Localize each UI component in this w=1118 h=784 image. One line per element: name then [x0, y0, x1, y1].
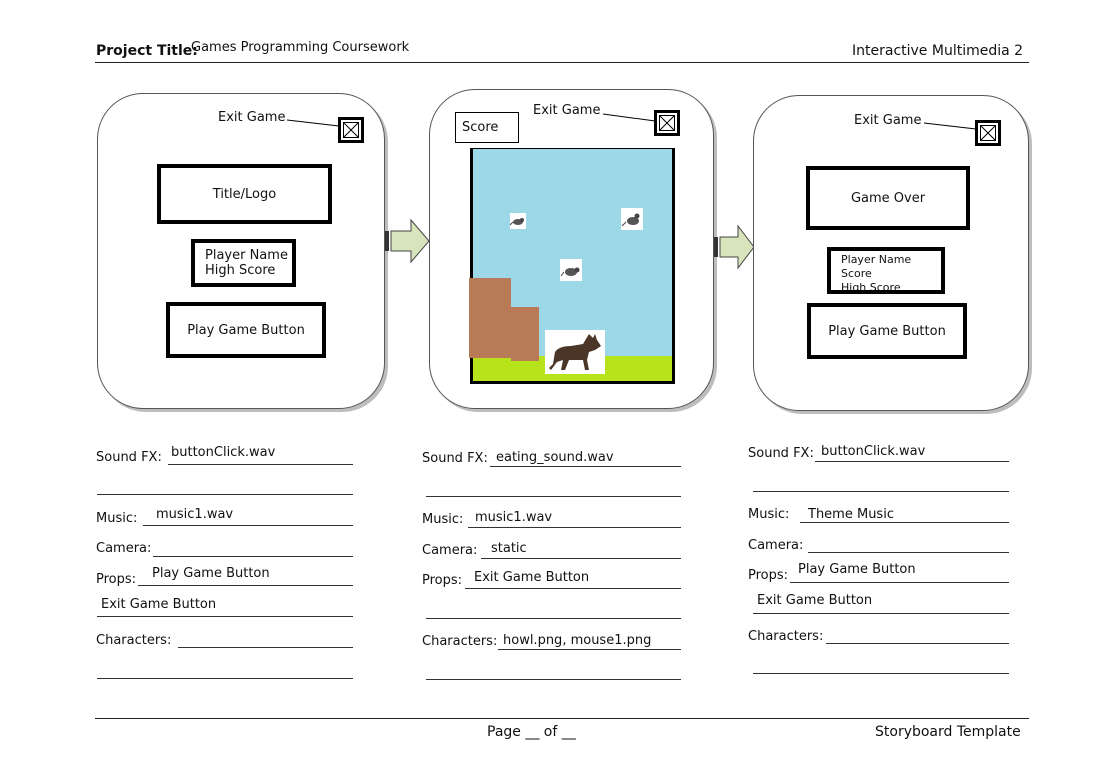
field-underline: [468, 527, 681, 528]
music-label: Music:: [748, 507, 790, 522]
transition-arrow-icon: [714, 224, 755, 270]
module-name: Interactive Multimedia 2: [852, 43, 1024, 59]
high-score-label: High Score: [205, 263, 276, 278]
camera-label: Camera:: [96, 541, 152, 556]
props-value-2: Exit Game Button: [101, 597, 217, 612]
field-underline: [97, 494, 353, 495]
close-icon[interactable]: [975, 120, 1001, 146]
close-icon[interactable]: [654, 110, 680, 136]
platform-block: [511, 307, 539, 361]
field-underline: [138, 585, 353, 586]
exit-game-label: Exit Game: [218, 110, 286, 125]
header-rule: [95, 62, 1029, 63]
field-underline: [97, 616, 353, 617]
exit-pointer-line: [603, 113, 656, 122]
sound-fx-label: Sound FX:: [422, 451, 488, 466]
mouse-sprite: [621, 208, 643, 230]
transition-arrow-icon: [385, 218, 430, 264]
sound-fx-value: buttonClick.wav: [821, 444, 926, 459]
characters-label: Characters:: [96, 633, 172, 648]
props-label: Props:: [96, 572, 137, 587]
props-label: Props:: [748, 568, 789, 583]
platform-block: [469, 278, 511, 358]
play-game-button[interactable]: Play Game Button: [807, 303, 967, 359]
music-label: Music:: [422, 512, 464, 527]
sound-fx-label: Sound FX:: [748, 446, 814, 461]
footer-rule: [95, 718, 1029, 719]
field-underline: [426, 496, 681, 497]
field-underline: [426, 618, 681, 619]
music-value: Theme Music: [808, 507, 894, 522]
field-underline: [426, 679, 681, 680]
characters-label: Characters:: [422, 634, 498, 649]
sound-fx-value: buttonClick.wav: [171, 445, 276, 460]
game-over-box: Game Over: [806, 166, 970, 230]
player-name-label: Player Name: [205, 248, 288, 263]
title-logo-box: Title/Logo: [157, 164, 332, 224]
props-value: Exit Game Button: [474, 570, 590, 585]
music-label: Music:: [96, 511, 138, 526]
field-underline: [753, 673, 1009, 674]
camera-value: static: [491, 541, 527, 556]
field-underline: [481, 558, 681, 559]
exit-pointer-line: [924, 122, 977, 130]
play-game-button[interactable]: Play Game Button: [166, 302, 326, 358]
field-underline: [790, 582, 1009, 583]
template-name: Storyboard Template: [875, 724, 1021, 740]
player-name-label: Player Name: [841, 253, 912, 266]
mouse-sprite: [560, 259, 582, 281]
props-value-2: Exit Game Button: [757, 593, 873, 608]
characters-label: Characters:: [748, 629, 824, 644]
sound-fx-value: eating_sound.wav: [496, 450, 614, 465]
exit-game-label: Exit Game: [533, 103, 601, 118]
project-title-label: Project Title:: [96, 43, 198, 59]
characters-value: howl.png, mouse1.png: [503, 633, 652, 648]
field-underline: [465, 588, 681, 589]
score-box: Score: [455, 112, 519, 143]
music-value: music1.wav: [475, 510, 553, 525]
close-icon[interactable]: [338, 117, 364, 143]
field-underline: [808, 552, 1009, 553]
project-title-value: Games Programming Coursework: [191, 40, 410, 55]
field-underline: [753, 613, 1009, 614]
final-score-box: Player Name Score High Score: [827, 247, 945, 294]
field-underline: [800, 522, 1009, 523]
mouse-sprite: [509, 213, 526, 229]
camera-label: Camera:: [422, 543, 478, 558]
field-underline: [490, 466, 681, 467]
field-underline: [815, 461, 1009, 462]
props-value: Play Game Button: [152, 566, 270, 581]
field-underline: [826, 643, 1009, 644]
props-value: Play Game Button: [798, 562, 916, 577]
field-underline: [143, 525, 353, 526]
sound-fx-label: Sound FX:: [96, 450, 162, 465]
field-underline: [753, 491, 1009, 492]
field-underline: [498, 649, 681, 650]
props-label: Props:: [422, 573, 463, 588]
field-underline: [168, 464, 353, 465]
player-info-box: Player Name High Score: [191, 239, 296, 287]
field-underline: [97, 678, 353, 679]
page-number: Page __ of __: [487, 724, 576, 740]
exit-pointer-line: [287, 119, 340, 127]
high-score-label: High Score: [841, 281, 901, 294]
score-label: Score: [841, 267, 872, 280]
field-underline: [178, 647, 353, 648]
exit-game-label: Exit Game: [854, 113, 922, 128]
field-underline: [153, 556, 353, 557]
wolf-sprite: [545, 330, 605, 374]
music-value: music1.wav: [156, 507, 234, 522]
camera-label: Camera:: [748, 538, 804, 553]
